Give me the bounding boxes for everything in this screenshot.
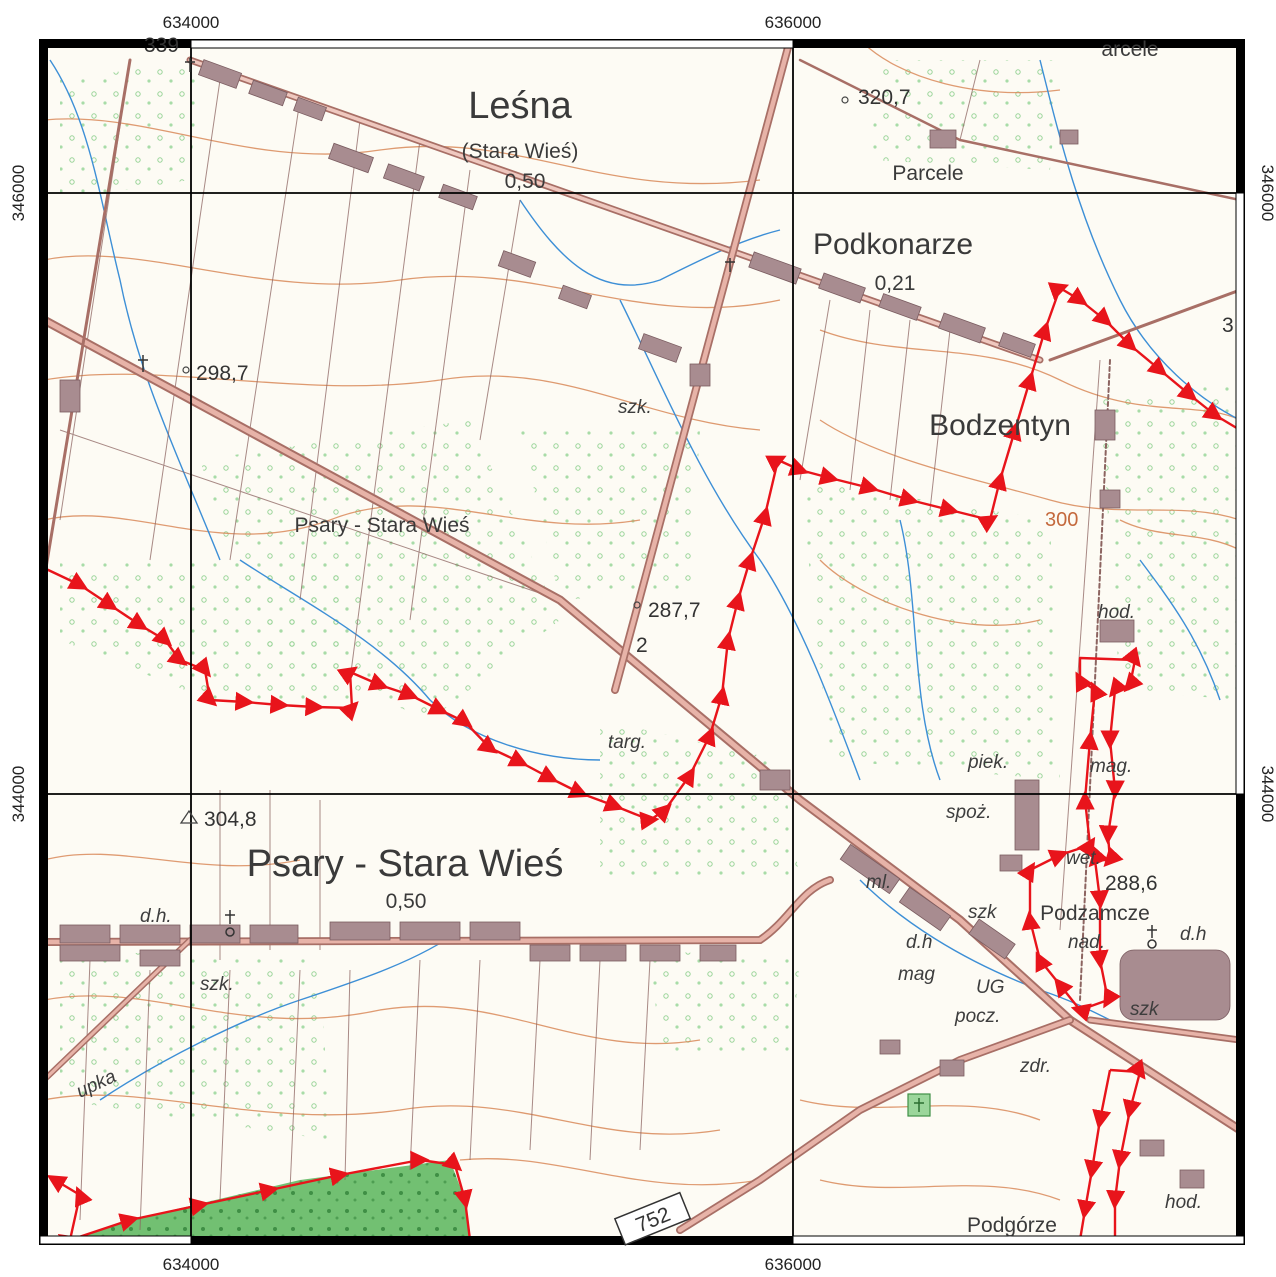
place-lesna-val: 0,50 [505,170,546,193]
place-psary-south-val: 0,50 [386,890,427,913]
label-nad: nad. [1068,932,1105,953]
label-dh-1: d.h. [140,906,172,927]
elev-top: 339 [144,34,179,57]
facility-labels: szk. szk. szk szk targ. hod. hod. piek. … [140,314,1234,1213]
label-parcel-no: 2 [636,634,648,657]
place-psary-north: Psary - Stara Wieś [294,514,469,537]
elevation-points: 320,7 298,7 287,7 304,8 288,6 300 339 [144,34,1158,895]
map-frame [39,39,1245,1245]
y-label-left-1: 346000 [9,165,28,222]
place-bodzentyn: Bodzentyn [929,409,1071,442]
boundary-lines [44,282,1240,1240]
label-edge-num: 3 [1222,314,1234,337]
label-mag-1: mag. [1090,756,1132,777]
x-label-top-1: 634000 [163,13,220,32]
label-mag-2: mag [898,964,935,985]
label-szk-2: szk. [200,974,234,995]
place-names: Leśna (Stara Wieś) 0,50 Podkonarze 0,21 … [73,38,1158,1237]
grid-labels: 634000 636000 634000 636000 346000 34400… [9,13,1276,1274]
elev-304: 304,8 [204,808,257,831]
place-parcele: Parcele [892,162,963,185]
elev-320: 320,7 [858,86,911,109]
label-szk-3: szk [968,902,998,923]
label-wet: wet. [1066,848,1101,869]
label-targ: targ. [608,732,646,753]
place-psary-south: Psary - Stara Wieś [247,843,564,885]
elev-288: 288,6 [1105,872,1158,895]
place-parcele-top: arcele [1101,38,1158,61]
label-dh-2: d.h [906,932,932,953]
label-ug: UG [976,977,1005,998]
label-hod-1: hod. [1098,602,1135,623]
contour-300: 300 [1045,509,1078,531]
label-szk-1: szk. [618,397,652,418]
place-podzamcze: Podzamcze [1040,902,1150,925]
church-icon [138,58,1157,949]
place-podgorze: Podgórze [967,1214,1057,1237]
label-zdr: zdr. [1019,1056,1051,1077]
place-podkonarze-val: 0,21 [875,272,916,295]
label-szk-4: szk [1130,999,1160,1020]
label-piek: piek. [967,752,1008,773]
y-label-right-1: 346000 [1258,165,1276,222]
place-podkonarze: Podkonarze [813,228,973,261]
label-ml: ml. [866,872,891,893]
label-spoz: spoż. [946,802,991,823]
elev-298: 298,7 [196,362,249,385]
cemetery-icon [907,1093,931,1117]
x-label-bottom-1: 634000 [163,1255,220,1274]
elev-287: 287,7 [648,599,701,622]
label-dh-3: d.h [1180,924,1206,945]
place-lesna-sub: (Stara Wieś) [462,140,579,163]
label-hod-2: hod. [1165,1192,1202,1213]
x-label-top-2: 636000 [765,13,822,32]
coordinate-grid [40,40,1244,1244]
x-label-bottom-2: 636000 [765,1255,822,1274]
place-lesna: Leśna [468,85,572,127]
y-label-left-2: 344000 [9,766,28,823]
label-pocz: pocz. [954,1006,1000,1027]
y-label-right-2: 344000 [1258,766,1276,823]
